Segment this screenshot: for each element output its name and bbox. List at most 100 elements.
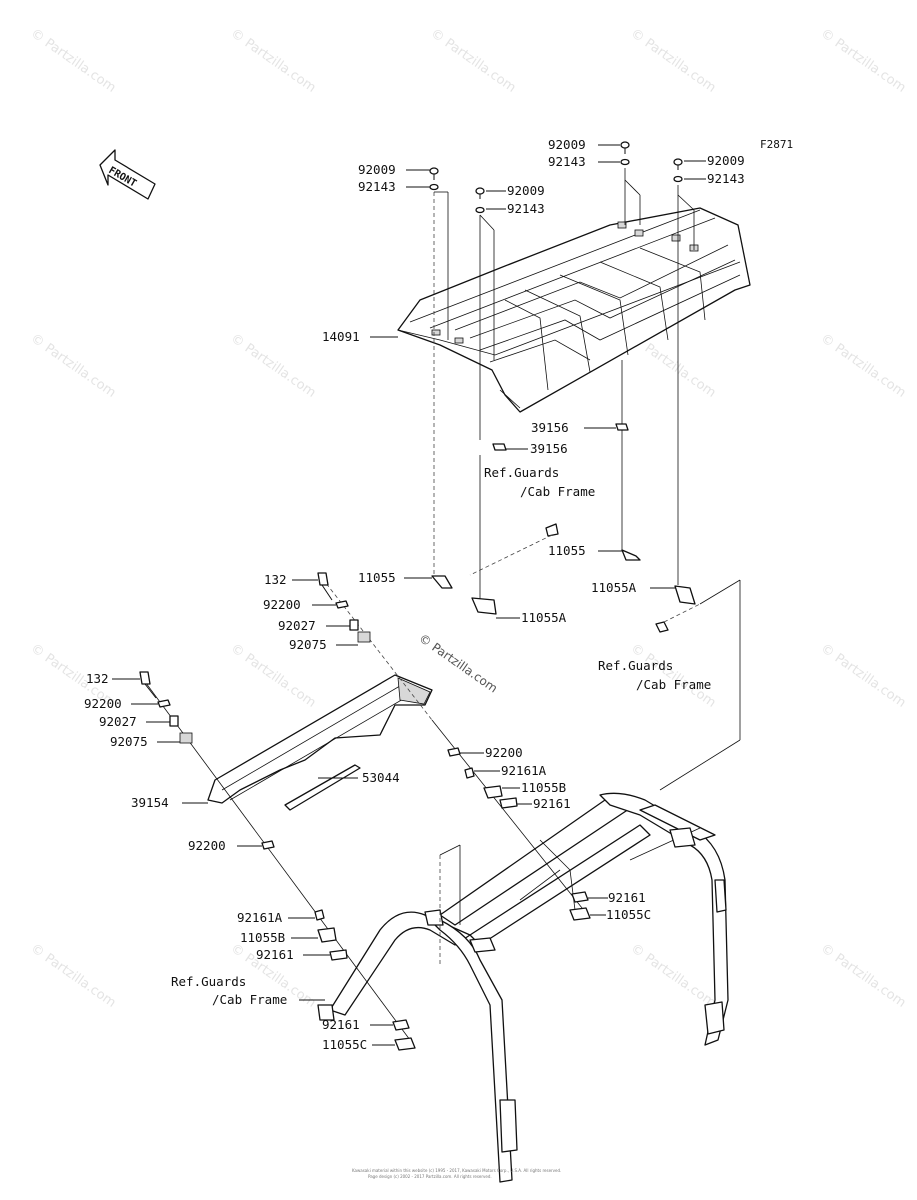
washer-92200-d — [261, 840, 275, 850]
watermark-text: © Partzilla.com — [28, 331, 119, 401]
label-92075: 92075 — [110, 734, 148, 749]
nut-11055-b — [621, 549, 641, 561]
clip-92161A-a — [464, 767, 475, 779]
watermark-text: © Partzilla.com — [818, 641, 909, 711]
bolt-92009-c — [620, 141, 630, 154]
label-92009: 92009 — [548, 137, 586, 152]
label-cab-frame: /Cab Frame — [520, 484, 595, 499]
label-92200: 92200 — [188, 838, 226, 853]
label-92161A: 92161A — [501, 763, 547, 778]
label-92161: 92161 — [322, 1017, 360, 1032]
label-11055C: 11055C — [606, 907, 651, 922]
clip-39156-a — [615, 423, 629, 431]
front-arrow-icon: FRONT — [99, 149, 156, 200]
label-11055C: 11055C — [322, 1037, 367, 1052]
label-92161A: 92161A — [237, 910, 283, 925]
bolt-92009-a — [429, 167, 439, 180]
label-92143: 92143 — [358, 179, 396, 194]
label-ref-guards: Ref.Guards — [598, 658, 673, 673]
leader-lines — [112, 144, 706, 1046]
clip-92161A-b — [314, 909, 325, 921]
grommet-92075-a — [357, 631, 371, 643]
watermark-text-center: © Partzilla.com — [416, 631, 500, 696]
label-92200: 92200 — [485, 745, 523, 760]
watermark-text: © Partzilla.com — [228, 26, 319, 96]
label-92075: 92075 — [289, 637, 327, 652]
watermark-text: © Partzilla.com — [628, 26, 719, 96]
label-92161: 92161 — [256, 947, 294, 962]
label-92009: 92009 — [507, 183, 545, 198]
label-39156: 39156 — [531, 420, 569, 435]
label-92143: 92143 — [507, 201, 545, 216]
label-11055B: 11055B — [240, 930, 285, 945]
bracket-11055C-a — [569, 907, 591, 921]
label-92200: 92200 — [84, 696, 122, 711]
label-92161: 92161 — [608, 890, 646, 905]
bolt-92009-b — [475, 187, 485, 199]
copyright-line-2: Page design (c) 2002 - 2017 Partzilla.co… — [368, 1174, 492, 1179]
cab-frame — [317, 792, 729, 1183]
clip-92161-c — [329, 949, 348, 961]
label-92009: 92009 — [707, 153, 745, 168]
watermark-text: © Partzilla.com — [818, 331, 909, 401]
label-132: 132 — [264, 572, 287, 587]
watermark-text: © Partzilla.com — [628, 941, 719, 1011]
bracket-11055B-a — [483, 785, 503, 799]
watermark-group: © Partzilla.com © Partzilla.com © Partzi… — [28, 26, 909, 1011]
label-92009: 92009 — [358, 162, 396, 177]
seal-53044 — [284, 764, 361, 811]
washer-92200-a — [335, 600, 349, 609]
label-92143: 92143 — [707, 171, 745, 186]
bracket-11055B-b — [317, 927, 337, 943]
bolt-92009-d — [673, 158, 683, 170]
watermark-text: © Partzilla.com — [628, 641, 719, 711]
label-92143: 92143 — [548, 154, 586, 169]
label-14091: 14091 — [322, 329, 360, 344]
bracket-11055-a — [431, 575, 453, 589]
label-11055: 11055 — [358, 570, 396, 585]
clip-39156-b — [492, 443, 507, 451]
clip-92161-b — [571, 891, 589, 903]
clip-92161-a — [499, 797, 518, 809]
bolt-132-b — [139, 671, 157, 699]
grommet-92075-b — [179, 732, 193, 744]
washer-92143-a — [429, 183, 439, 191]
label-39156: 39156 — [530, 441, 568, 456]
nut-ref-a — [545, 523, 559, 537]
washer-92143-b — [475, 206, 485, 214]
washer-92143-c — [620, 158, 630, 166]
washer-92200-c — [447, 747, 461, 757]
label-ref-guards: Ref.Guards — [484, 465, 559, 480]
watermark-text: © Partzilla.com — [428, 26, 519, 96]
guard-bar-39154 — [207, 674, 433, 804]
assembly-lines-top — [433, 168, 695, 600]
bracket-11055C-b — [394, 1037, 416, 1051]
bolt-132-a — [317, 572, 333, 601]
label-cab-frame: /Cab Frame — [636, 677, 711, 692]
washer-92143-d — [673, 175, 683, 183]
label-132: 132 — [86, 671, 109, 686]
figure-code: F2871 — [760, 138, 793, 151]
watermark-text: © Partzilla.com — [818, 941, 909, 1011]
bracket-11055A-b — [471, 597, 497, 615]
label-92027: 92027 — [278, 618, 316, 633]
roof-panel-14091 — [397, 207, 751, 413]
label-cab-frame: /Cab Frame — [212, 992, 287, 1007]
label-53044: 53044 — [362, 770, 400, 785]
collar-92027-b — [169, 715, 179, 727]
bracket-11055A-a — [674, 585, 696, 605]
label-92200: 92200 — [263, 597, 301, 612]
label-39154: 39154 — [131, 795, 169, 810]
washer-92200-b — [157, 699, 171, 708]
watermark-text: © Partzilla.com — [818, 26, 909, 96]
label-11055: 11055 — [548, 543, 586, 558]
label-11055A: 11055A — [521, 610, 567, 625]
label-92027: 92027 — [99, 714, 137, 729]
clip-92161-d — [392, 1019, 410, 1031]
watermark-text: © Partzilla.com — [228, 331, 319, 401]
label-11055A: 11055A — [591, 580, 637, 595]
collar-92027-a — [349, 619, 359, 631]
part-labels: 92009 92143 92009 92143 92009 92143 9200… — [84, 137, 745, 1052]
